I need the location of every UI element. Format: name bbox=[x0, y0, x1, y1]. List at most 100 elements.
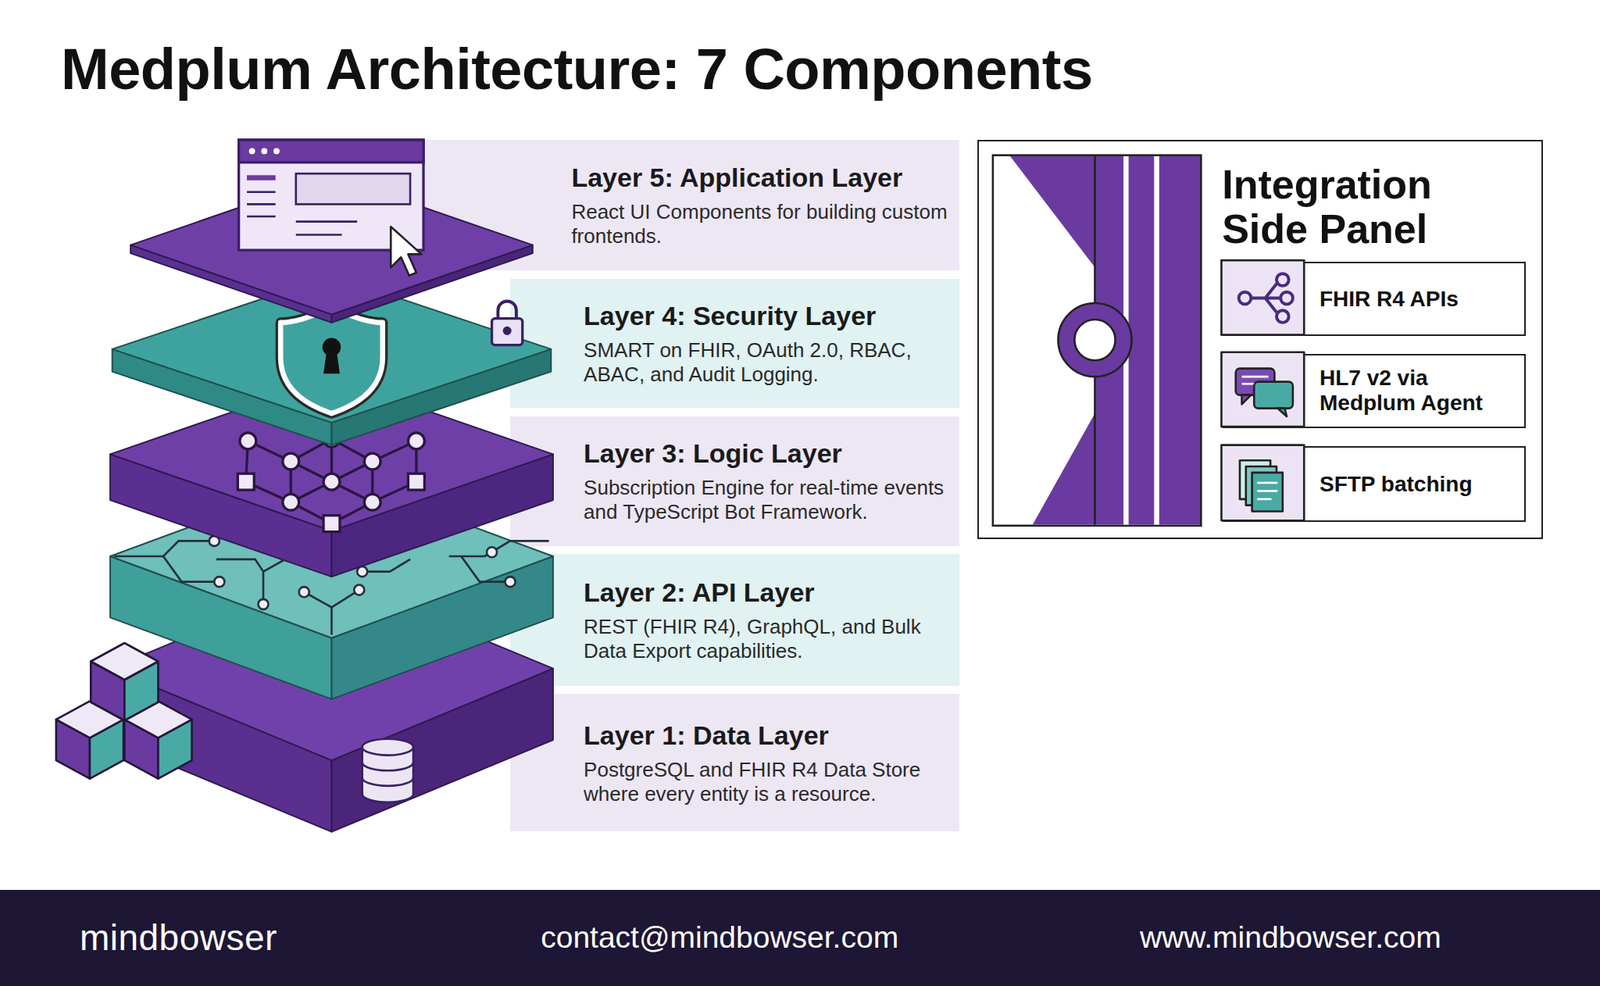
circuit-lines-part bbox=[331, 589, 359, 608]
api-slab-part bbox=[110, 556, 332, 700]
brand-name: mindbowser bbox=[79, 889, 278, 986]
security-shield-part bbox=[323, 352, 340, 374]
cube-stack-part bbox=[157, 719, 192, 779]
security-slab-part bbox=[112, 275, 552, 423]
logic-network-part bbox=[282, 453, 300, 470]
logic-slab-part bbox=[110, 377, 554, 531]
circuit-lines-part bbox=[299, 586, 310, 597]
logic-network-part bbox=[323, 430, 340, 447]
layer-heading: Layer 3: Logic Layer bbox=[583, 437, 952, 470]
layer-description: PostgreSQL and FHIR R4 Data Store where … bbox=[583, 757, 952, 807]
logic-slab bbox=[110, 377, 554, 577]
layer-description: React UI Components for building custom … bbox=[571, 200, 951, 249]
browser-window-part bbox=[246, 215, 276, 218]
logic-network-part bbox=[364, 493, 381, 511]
api-slab-part bbox=[110, 474, 554, 638]
cube-stack-part bbox=[90, 661, 125, 722]
circuit-lines-part bbox=[353, 585, 365, 596]
logic-network bbox=[237, 430, 425, 532]
item-label: HL7 v2 via Medplum Agent bbox=[1319, 365, 1525, 416]
data-slab bbox=[110, 576, 554, 833]
database-icon-part bbox=[362, 762, 414, 771]
layer-panel: Layer 4: Security LayerSMART on FHIR, OA… bbox=[510, 278, 960, 409]
layer-panel: Layer 3: Logic LayerSubscription Engine … bbox=[510, 416, 960, 547]
lock-icon-part bbox=[503, 327, 511, 334]
security-shield bbox=[280, 306, 383, 414]
logic-network-part bbox=[239, 432, 257, 450]
integration-item: SFTP batching bbox=[1222, 446, 1526, 522]
logic-network-part bbox=[237, 473, 254, 490]
browser-window-part bbox=[296, 233, 343, 236]
cube-stack-part bbox=[89, 719, 124, 779]
cube-stack-part bbox=[124, 719, 158, 779]
browser-window-part bbox=[296, 173, 411, 204]
browser-window-part bbox=[239, 139, 424, 163]
layer-description: Subscription Engine for real-time events… bbox=[583, 475, 952, 525]
website-url: www.mindbowser.com bbox=[1139, 889, 1442, 986]
database-icon-part bbox=[362, 777, 414, 786]
layer-panel: Layer 1: Data LayerPostgreSQL and FHIR R… bbox=[510, 693, 960, 832]
logic-network-part bbox=[282, 493, 300, 511]
item-label: FHIR R4 APIs bbox=[1319, 286, 1459, 312]
circuit-lines-part bbox=[367, 559, 411, 572]
cube-stack-part bbox=[124, 661, 158, 722]
layer-heading: Layer 1: Data Layer bbox=[583, 719, 952, 752]
layer-heading: Layer 2: API Layer bbox=[583, 576, 952, 609]
circuit-lines-part bbox=[114, 540, 215, 557]
logic-network-part bbox=[364, 453, 381, 470]
security-slab-part bbox=[112, 349, 333, 446]
browser-window-part bbox=[249, 148, 256, 155]
layer-description: SMART on FHIR, OAuth 2.0, RBAC, ABAC, an… bbox=[583, 338, 952, 387]
browser-window-part bbox=[239, 139, 424, 250]
browser-window-part bbox=[246, 175, 276, 181]
cube-stack-part bbox=[56, 719, 90, 779]
diagram-title: Medplum Architecture: 7 Components bbox=[60, 35, 1093, 103]
circuit-lines-part bbox=[460, 556, 511, 583]
integration-panel: Integration Side PanelFHIR R4 APIsHL7 v2… bbox=[977, 139, 1543, 540]
browser-window-part bbox=[296, 220, 358, 223]
integration-item: FHIR R4 APIs bbox=[1222, 261, 1526, 336]
browser-window-part bbox=[246, 203, 276, 206]
data-slab-part bbox=[110, 668, 332, 833]
browser-window-part bbox=[390, 226, 422, 276]
data-slab-part bbox=[110, 576, 554, 761]
footer-band: mindbowser contact@mindbowser.com www.mind… bbox=[0, 889, 1600, 986]
logic-network-part bbox=[323, 515, 340, 533]
circuit-lines-part bbox=[486, 546, 497, 558]
api-slab bbox=[110, 474, 554, 699]
browser-window-part bbox=[273, 148, 280, 155]
database-icon-part bbox=[362, 739, 414, 756]
security-shield-part bbox=[280, 306, 383, 414]
item-label: SFTP batching bbox=[1319, 471, 1473, 497]
cube-stack-part bbox=[90, 642, 158, 680]
circuit-lines-part bbox=[257, 599, 268, 610]
database-icon-part bbox=[362, 746, 414, 803]
layer-panel: Layer 5: Application LayerReact UI Compo… bbox=[423, 139, 960, 271]
circuit-lines-part bbox=[263, 556, 291, 572]
database-icon bbox=[362, 739, 414, 803]
circuit-lines-part bbox=[303, 592, 332, 636]
browser-window bbox=[239, 139, 424, 276]
logic-network-part bbox=[323, 473, 340, 490]
layer-heading: Layer 5: Application Layer bbox=[571, 161, 951, 194]
security-shield-part bbox=[322, 337, 342, 357]
circuit-lines-part bbox=[357, 566, 368, 577]
circuit-lines-part bbox=[209, 535, 220, 547]
circuit-lines-part bbox=[214, 576, 225, 587]
security-shield-part bbox=[280, 306, 383, 414]
layer-panel: Layer 2: API LayerREST (FHIR R4), GraphQ… bbox=[510, 553, 960, 686]
layer-heading: Layer 4: Security Layer bbox=[583, 300, 952, 333]
circuit-lines-part bbox=[163, 556, 220, 583]
logic-network-part bbox=[407, 432, 425, 450]
contact-email: contact@mindbowser.com bbox=[540, 889, 899, 986]
logic-network-part bbox=[407, 473, 425, 490]
panel-heading: Integration Side Panel bbox=[1221, 162, 1529, 252]
browser-window-part bbox=[260, 148, 268, 155]
circuit-lines-part bbox=[216, 559, 264, 603]
cube-stack bbox=[56, 642, 193, 779]
application-slab-part bbox=[130, 245, 332, 323]
layer-description: REST (FHIR R4), GraphQL, and Bulk Data E… bbox=[583, 614, 952, 664]
logic-network-part bbox=[246, 439, 417, 524]
security-slab bbox=[112, 275, 552, 446]
